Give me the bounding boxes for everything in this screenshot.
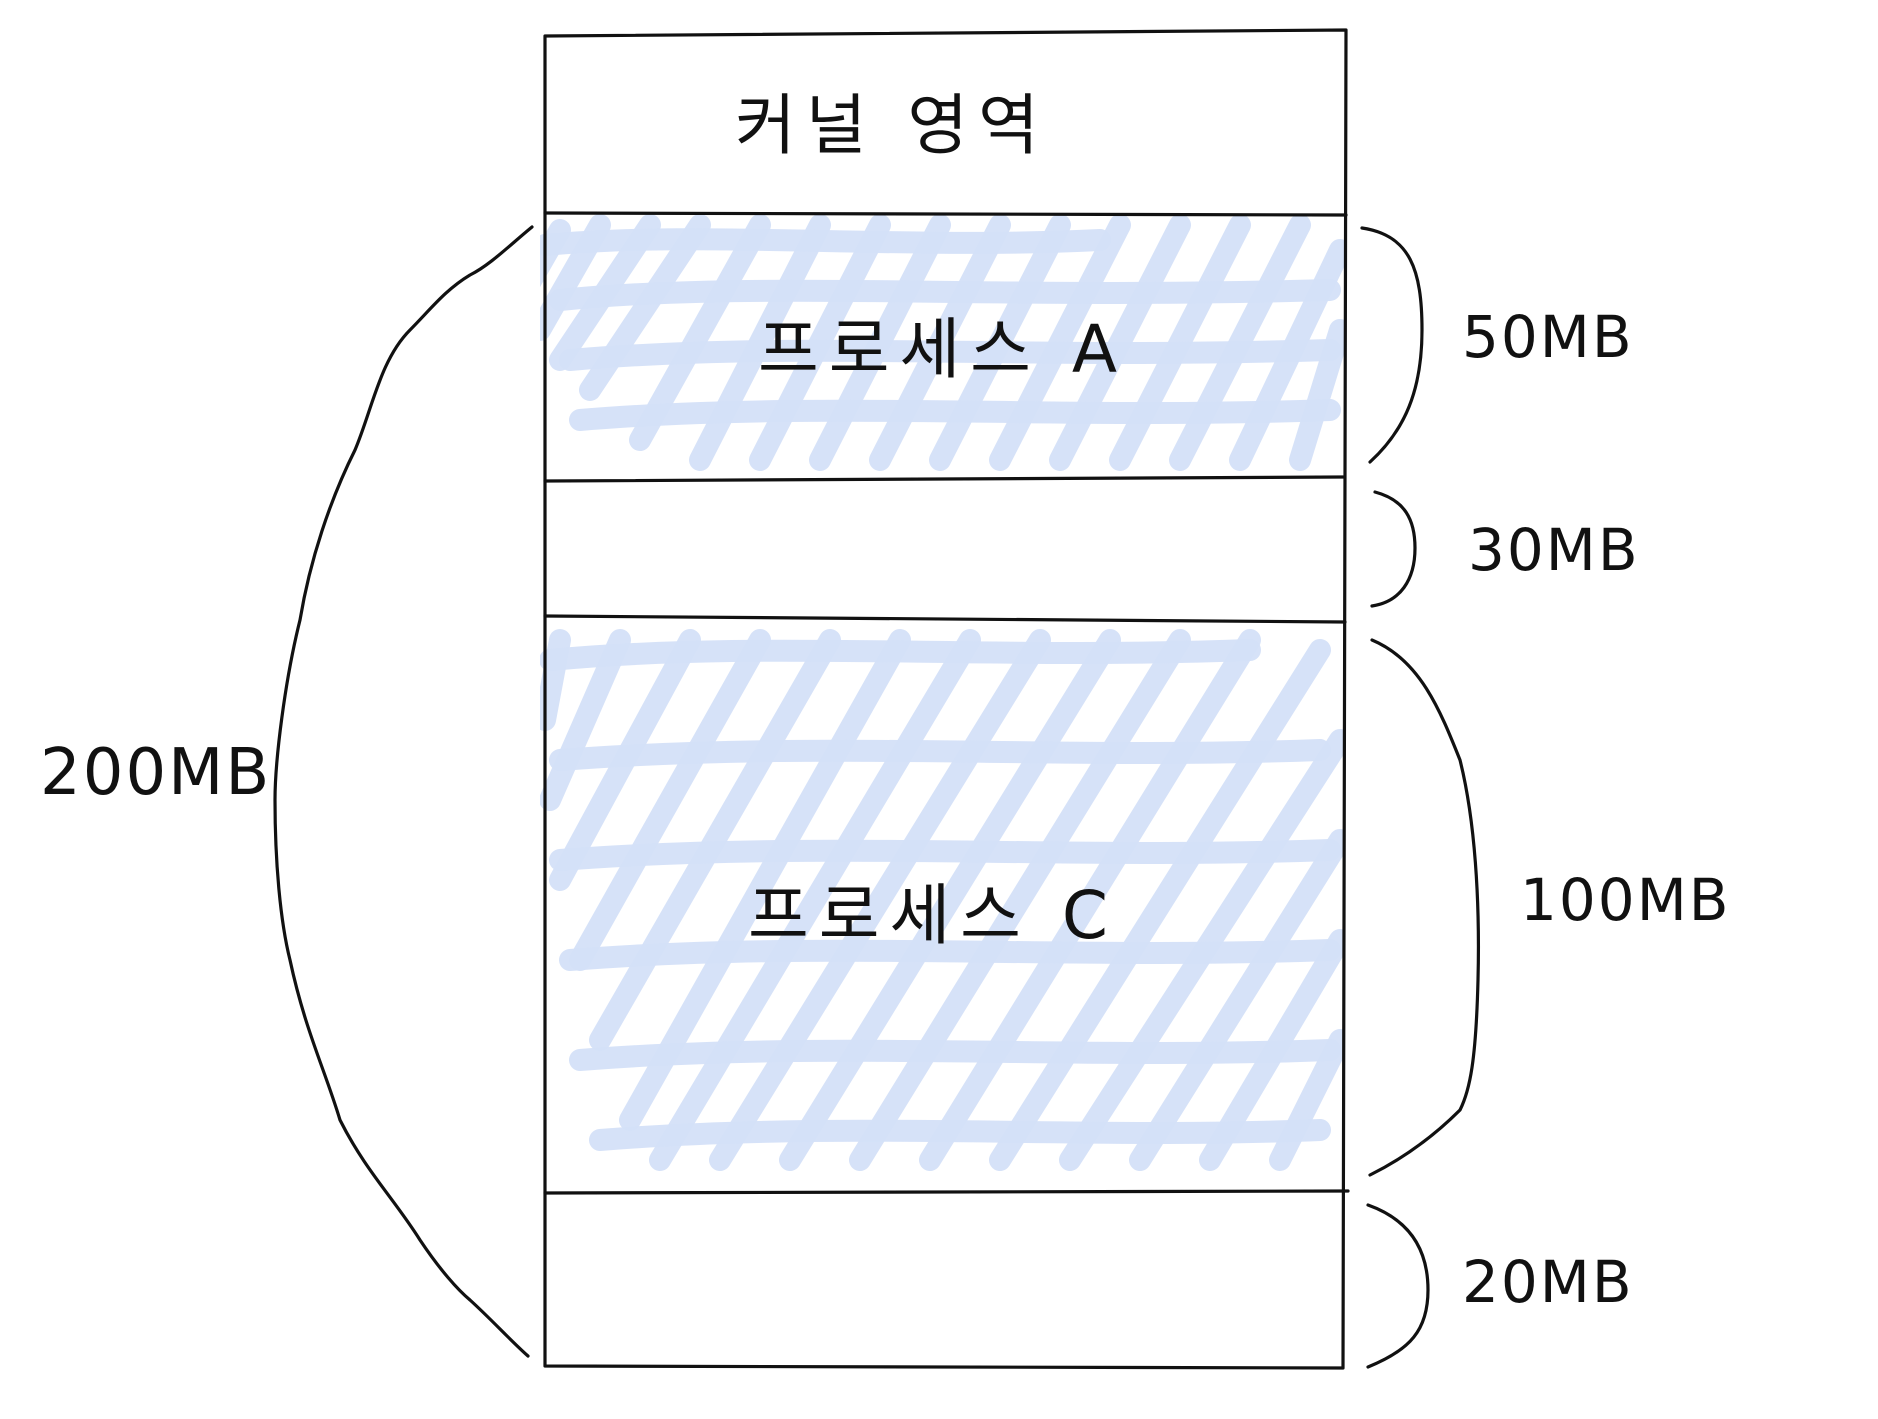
process-a-size-label: 50MB bbox=[1462, 303, 1634, 371]
divider-c-hole2 bbox=[543, 1189, 1350, 1195]
process-c-size-label: 100MB bbox=[1520, 866, 1731, 934]
process-a-label: 프로세스 A bbox=[758, 311, 1127, 388]
process-c-label: 프로세스 C bbox=[748, 877, 1118, 954]
brace-total bbox=[273, 225, 534, 1358]
kernel-label: 커널 영역 bbox=[735, 87, 1049, 164]
brace-hole-1 bbox=[1370, 490, 1417, 608]
divider-kernel-a bbox=[543, 211, 1348, 217]
memory-box-outline bbox=[543, 28, 1348, 1370]
divider-a-hole1 bbox=[543, 475, 1345, 483]
total-size-label: 200MB bbox=[40, 736, 271, 810]
brace-process-a bbox=[1360, 226, 1424, 464]
brace-hole-2 bbox=[1366, 1203, 1430, 1369]
hole-1-size-label: 30MB bbox=[1468, 516, 1640, 584]
brace-process-c bbox=[1368, 638, 1481, 1177]
process-a-fill bbox=[540, 214, 1345, 471]
process-c-fill bbox=[540, 629, 1345, 1171]
hole-2-size-label: 20MB bbox=[1462, 1248, 1634, 1316]
divider-hole1-c bbox=[543, 614, 1347, 624]
